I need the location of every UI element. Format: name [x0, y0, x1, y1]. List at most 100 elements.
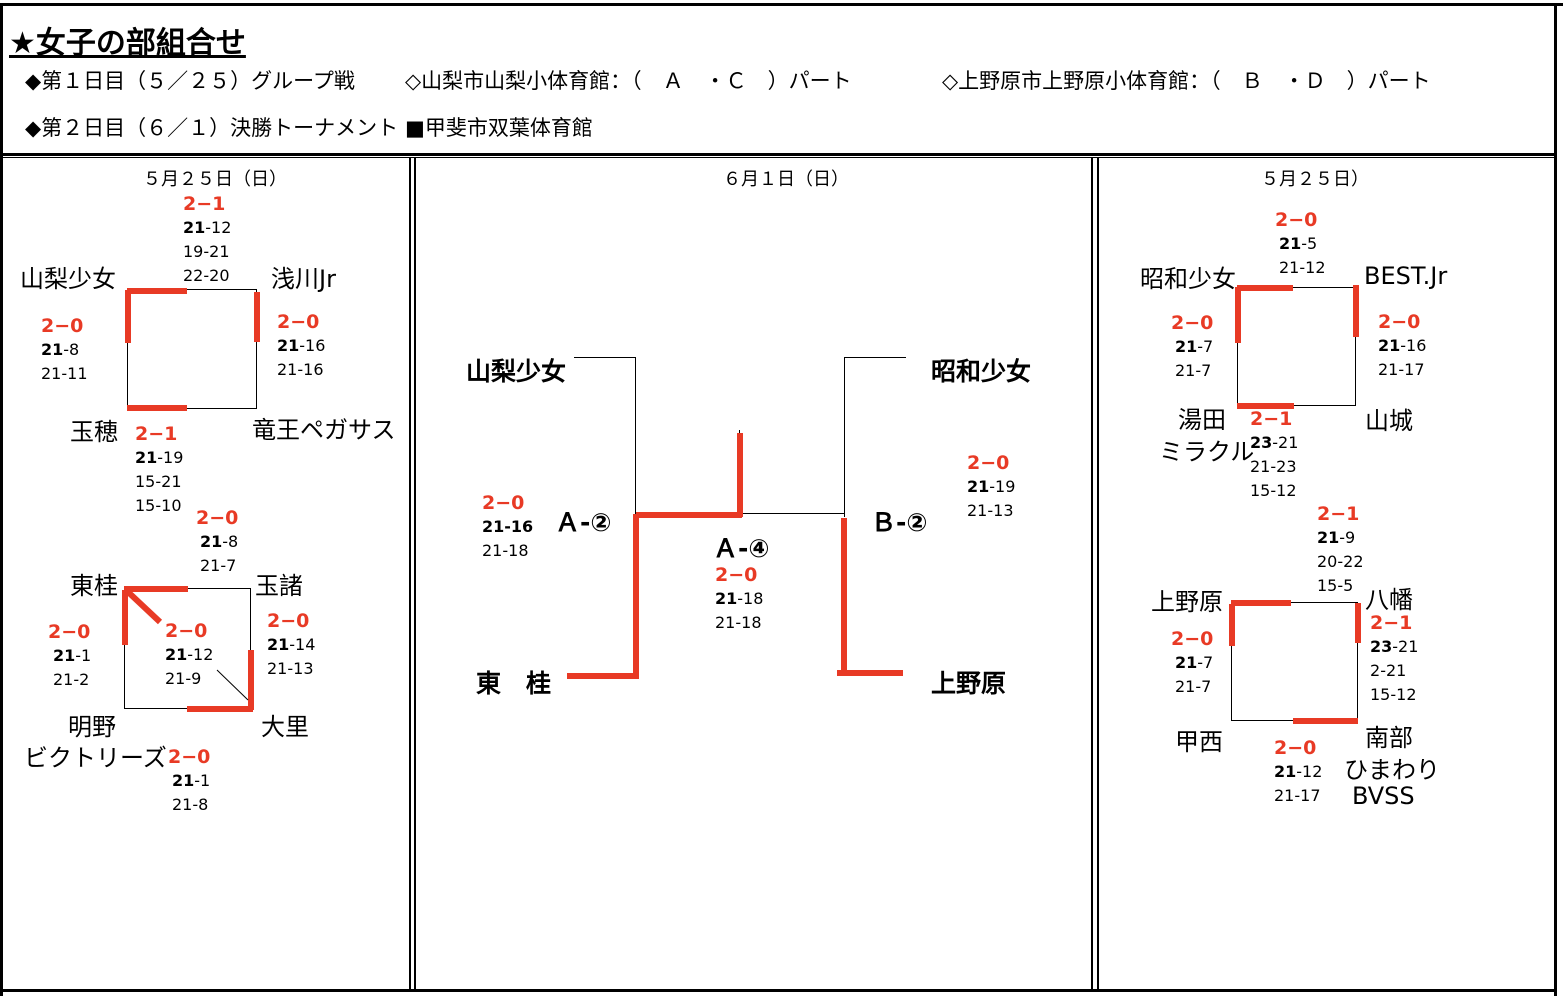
g2-left-win — [122, 590, 128, 645]
team-nanbu: 南部 — [1365, 724, 1413, 752]
right-match-sets: 21-19 21-13 — [967, 477, 1016, 520]
bracket-left-win — [633, 514, 639, 678]
g1-left-sets: 21-8 21-11 — [41, 340, 88, 383]
g1-top-sets: 21-12 19-21 22-20 — [183, 218, 232, 285]
g1-left-line — [127, 289, 128, 409]
rg2-bottom-win — [1293, 718, 1358, 724]
g1-right-sets: 21-16 21-16 — [277, 336, 326, 379]
team-uenohara: 上野原 — [1151, 588, 1223, 616]
g1-top-result: 2−1 — [183, 193, 226, 215]
rg2-left-line — [1231, 602, 1232, 721]
rg1-right-line — [1355, 287, 1356, 406]
g2-bottom-sets: 21-1 21-8 — [172, 771, 211, 814]
g2-bottom-result: 2−0 — [168, 746, 211, 768]
team-best-jr: BEST.Jr — [1364, 262, 1448, 290]
rg2-bottom-result: 2−0 — [1274, 737, 1317, 759]
team-ryuo: 竜王ペガサス — [252, 416, 396, 444]
g1-bottom-line — [127, 408, 257, 409]
rg1-bottom-line — [1237, 405, 1356, 406]
rg1-top-win — [1237, 285, 1293, 291]
bracket-center-win — [636, 512, 742, 518]
g2-top-result: 2−0 — [196, 507, 239, 529]
rg2-right-line — [1357, 602, 1358, 721]
rg1-top-result: 2−0 — [1275, 209, 1318, 231]
final-team-yamanashi: 山梨少女 — [466, 357, 567, 386]
rg2-left-win — [1229, 604, 1235, 646]
g1-right-line — [256, 289, 257, 409]
team-yamanashi: 山梨少女 — [20, 265, 116, 293]
rg2-bottom-sets: 21-12 21-17 — [1274, 762, 1323, 805]
bracket-final-win — [737, 433, 743, 517]
rg1-left-result: 2−0 — [1171, 312, 1214, 334]
rg2-right-sets: 23-21 2-21 15-12 — [1370, 637, 1419, 704]
rg1-top-sets: 21-5 21-12 — [1279, 234, 1326, 277]
final-match-sets: 21-18 21-18 — [715, 589, 764, 632]
team-tamamoro: 玉諸 — [255, 572, 303, 600]
final-team-uenohara: 上野原 — [931, 669, 1007, 698]
final-team-higashikatsura: 東 桂 — [476, 669, 552, 698]
rg2-top-line — [1231, 602, 1358, 603]
day1-info: ◆第１日目（５／２５）グループ戦 — [25, 69, 355, 93]
team-miracle: ミラクル — [1159, 438, 1255, 466]
rg2-left-sets: 21-7 21-7 — [1175, 653, 1214, 696]
team-bvss: BVSS — [1352, 782, 1415, 810]
rg1-left-win — [1235, 287, 1241, 343]
team-himawari: ひまわり — [1344, 756, 1440, 784]
team-osato: 大里 — [261, 713, 309, 741]
page-title: ★女子の部組合せ — [9, 26, 246, 61]
right-match-result: 2−0 — [967, 452, 1010, 474]
bracket-bl-win — [567, 673, 639, 679]
bracket-right-win — [841, 518, 847, 675]
bracket-tr-line — [844, 357, 906, 358]
team-akeno: 明野 — [68, 713, 116, 741]
rg2-left-result: 2−0 — [1171, 628, 1214, 650]
bracket-right-upper — [844, 357, 845, 517]
g2-right-sets: 21-14 21-13 — [267, 635, 316, 678]
seed-a4: Ａ-④ — [713, 534, 770, 563]
rg2-top-sets: 21-9 20-22 15-5 — [1317, 528, 1364, 595]
seed-a2: Ａ-② — [555, 508, 612, 537]
g2-left-line — [124, 588, 125, 709]
g1-top-line — [127, 289, 257, 290]
header-divider — [0, 153, 1557, 156]
rg1-top-line — [1237, 287, 1356, 288]
final-match-result: 2−0 — [715, 564, 758, 586]
header-divider-2 — [0, 157, 1557, 158]
left-match-sets: 21-16 21-18 — [482, 517, 534, 560]
frame-bottom — [0, 989, 1557, 992]
rg1-left-sets: 21-7 21-7 — [1175, 337, 1214, 380]
team-showa: 昭和少女 — [1140, 265, 1236, 293]
g2-center-sets: 21-12 21-9 — [165, 645, 214, 688]
right-date: ５月２５日） — [1261, 169, 1369, 190]
left-match-result: 2−0 — [482, 492, 525, 514]
g2-right-win — [248, 650, 254, 710]
day2-info: ◆第２日目（６／１）決勝トーナメント — [25, 116, 399, 140]
left-date: ５月２５日（日） — [143, 169, 287, 190]
final-team-showa: 昭和少女 — [931, 357, 1032, 386]
frame-left — [0, 3, 3, 996]
final-venue-info: ■甲斐市双葉体育館 — [405, 116, 593, 140]
g1-left-result: 2−0 — [41, 315, 84, 337]
rg2-top-win — [1231, 600, 1291, 606]
frame-right — [1554, 3, 1557, 996]
rg1-bottom-sets: 23-21 21-23 15-12 — [1250, 433, 1299, 500]
g2-left-result: 2−0 — [48, 621, 91, 643]
team-yuda: 湯田 — [1178, 406, 1226, 434]
team-asakawa: 浅川Jr — [271, 265, 336, 293]
team-kosai: 甲西 — [1175, 728, 1223, 756]
g2-left-sets: 21-1 21-2 — [53, 646, 92, 689]
g2-top-win — [124, 586, 188, 592]
bracket-tl-line — [574, 357, 636, 358]
panel-divider-right-a — [1091, 157, 1093, 990]
rg2-right-win — [1355, 603, 1361, 643]
rg1-right-result: 2−0 — [1378, 311, 1421, 333]
center-date: ６月１日（日） — [723, 169, 849, 190]
rg1-right-win — [1353, 285, 1359, 337]
bracket-left-upper — [635, 357, 636, 517]
g1-right-win — [254, 292, 260, 342]
bracket-br-win — [837, 670, 903, 676]
g2-right-result: 2−0 — [267, 610, 310, 632]
g2-top-sets: 21-8 21-7 — [200, 532, 239, 575]
rg1-right-sets: 21-16 21-17 — [1378, 336, 1427, 379]
